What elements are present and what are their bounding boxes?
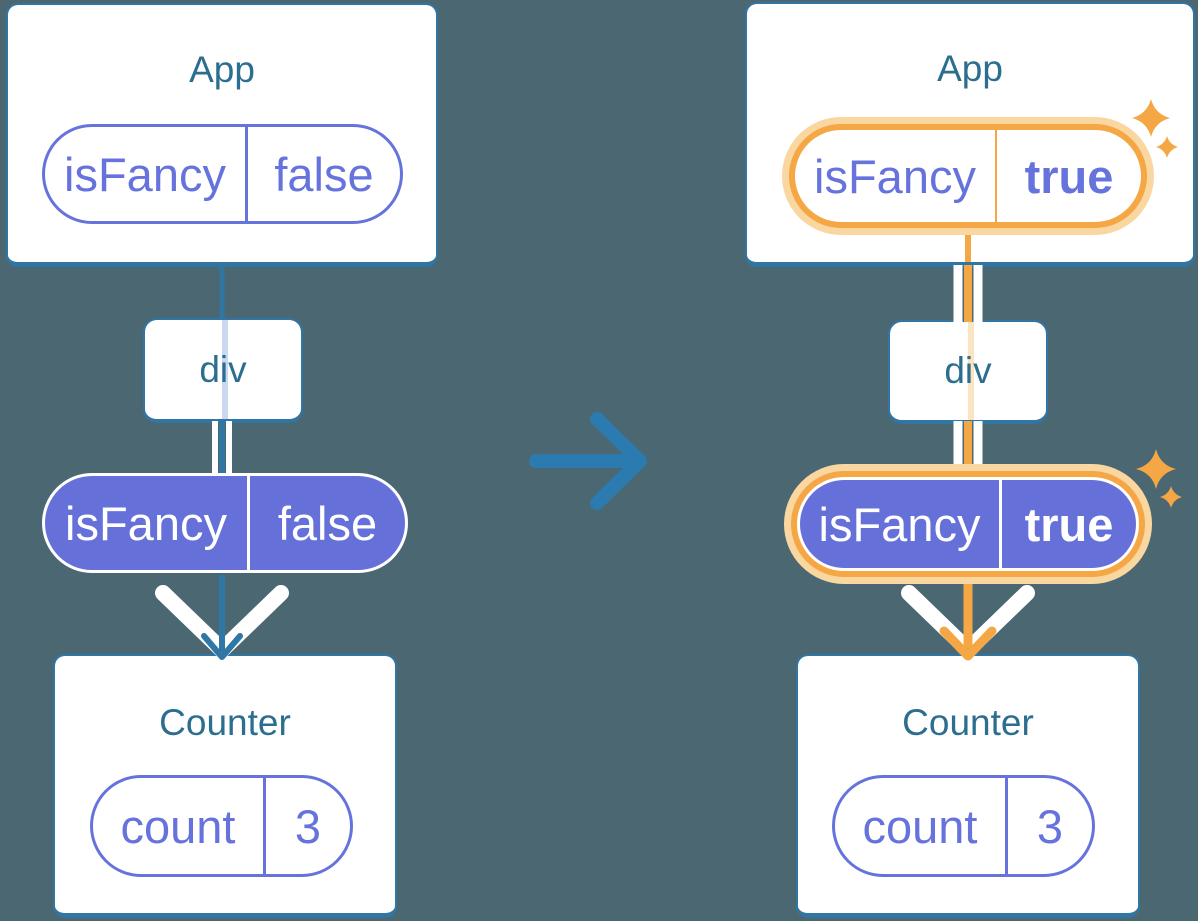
- pill-value: 3: [294, 799, 322, 853]
- faded-context-line: [222, 320, 228, 419]
- state-pill-counter-left: count 3: [90, 775, 353, 877]
- passed-prop-pill-left: isFancy false: [42, 473, 408, 573]
- pill-value: false: [277, 496, 378, 550]
- pill-divider: [999, 480, 1002, 568]
- faded-context-line: [968, 322, 974, 420]
- counter-card-left: Counter count 3: [53, 654, 397, 918]
- pill-key: count: [120, 799, 236, 853]
- prop-pill-app-left: isFancy false: [42, 124, 403, 224]
- pill-counter-arrow-right: [939, 580, 997, 661]
- pill-divider: [245, 127, 248, 221]
- pill-value: 3: [1036, 799, 1064, 853]
- pill-key: isFancy: [814, 149, 976, 203]
- pill-counter-chevron-left: [155, 585, 289, 658]
- highlight-line-inside-app: [965, 226, 971, 262]
- pill-value: false: [274, 147, 374, 201]
- app-title-right: App: [937, 48, 1003, 89]
- pill-value: true: [1024, 497, 1114, 551]
- prop-pill-app-right-highlighted: isFancy true: [789, 124, 1147, 228]
- div-label-right: div: [944, 350, 992, 391]
- div-label-left: div: [199, 348, 247, 390]
- sparkle-icon: [1160, 486, 1182, 508]
- counter-title-right: Counter: [902, 702, 1034, 743]
- counter-card-right: Counter count 3: [796, 654, 1140, 918]
- pill-divider: [995, 130, 997, 222]
- app-card-left: App isFancy false: [6, 3, 438, 267]
- state-pill-counter-right: count 3: [832, 775, 1095, 877]
- app-title-left: App: [189, 49, 255, 90]
- counter-title-left: Counter: [159, 702, 291, 743]
- pill-divider: [1005, 778, 1008, 874]
- div-pill-connector-left: [212, 421, 232, 475]
- pill-key: isFancy: [818, 497, 981, 551]
- pill-key: count: [862, 799, 978, 853]
- passed-prop-pill-right-highlighted: isFancy true: [791, 471, 1145, 577]
- pill-key: isFancy: [64, 147, 226, 201]
- div-pill-connector-right: [953, 421, 983, 473]
- pill-value: true: [1024, 149, 1114, 203]
- app-card-right: App isFancy true: [745, 2, 1195, 267]
- pill-key: isFancy: [65, 496, 227, 550]
- pill-counter-chevron-right: [901, 585, 1035, 658]
- pill-counter-arrow-left: [201, 575, 243, 660]
- transition-arrow-icon: [529, 412, 647, 510]
- div-node-left: div: [143, 318, 303, 423]
- pill-divider: [263, 778, 266, 874]
- pill-divider: [247, 476, 250, 570]
- div-node-right: div: [888, 320, 1048, 424]
- sparkle-icon: [1136, 449, 1176, 489]
- app-div-connector-right: [953, 265, 983, 322]
